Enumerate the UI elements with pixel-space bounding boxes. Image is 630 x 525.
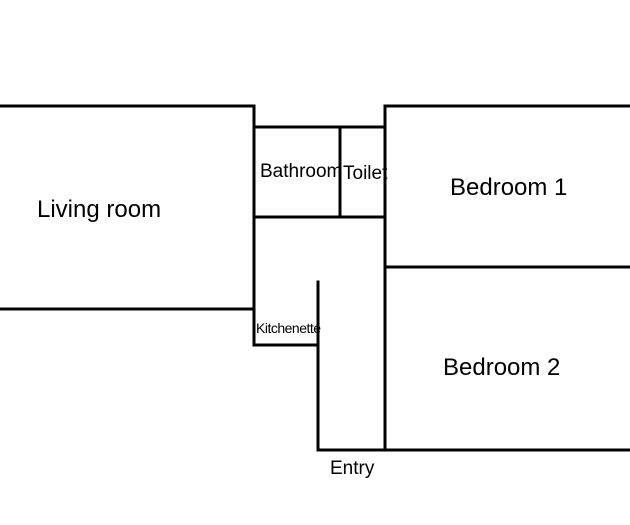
living-room-label: Living room xyxy=(37,196,161,223)
bedroom-1-label: Bedroom 1 xyxy=(450,174,567,201)
bedroom-2-walls xyxy=(383,265,630,452)
bathroom-label: Bathroom xyxy=(260,161,342,182)
bedroom-2-label: Bedroom 2 xyxy=(443,354,560,381)
toilet-label: Toilet xyxy=(343,163,388,184)
entry-label: Entry xyxy=(330,458,375,479)
kitchenette-label: Kitchenette xyxy=(256,320,321,336)
